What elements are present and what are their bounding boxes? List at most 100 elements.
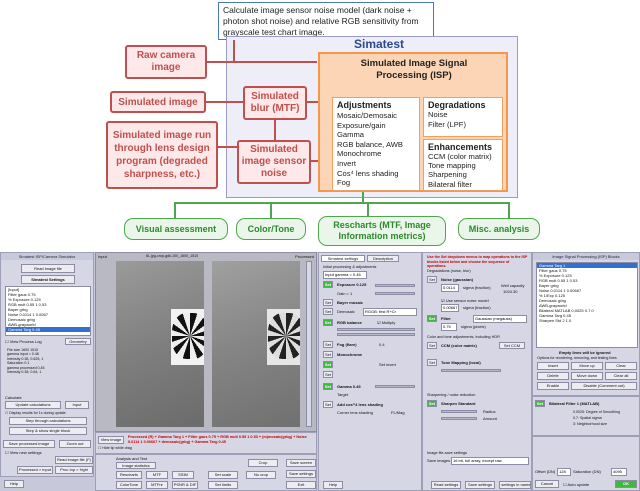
read-image-button[interactable]: Read image file (21, 264, 75, 273)
save-processed-button[interactable]: Save processed image (3, 440, 55, 448)
input-button[interactable]: Input (65, 401, 89, 409)
lens-shading-set-button[interactable]: Set (323, 401, 333, 408)
tone-set-button[interactable]: Set (427, 359, 437, 366)
view-new-checkbox[interactable]: ☐ View new settings (5, 450, 42, 455)
sigma-px-field[interactable]: 0.75 (441, 323, 457, 331)
image-statistics-button[interactable]: Image statistics (116, 462, 156, 469)
exposure-slider[interactable] (375, 284, 415, 287)
list-item[interactable]: Sharpen Std 2 1.0 (539, 318, 572, 323)
fog-set-button[interactable]: Set (323, 341, 333, 348)
radius-slider[interactable] (441, 410, 477, 413)
auto-update-checkbox[interactable]: ☐ Auto update (563, 482, 590, 487)
tone-slider[interactable] (441, 369, 501, 372)
disable-button[interactable]: Disable (Comment out) (571, 382, 637, 390)
set-scale-button[interactable]: Set scale (208, 471, 238, 479)
save-settings-center-button[interactable]: Save settings (286, 470, 316, 478)
list-item[interactable]: % Exposure 0.125 (8, 297, 41, 302)
gamma-set-button[interactable]: Set (323, 383, 333, 390)
ssim-button[interactable]: SSIM (172, 471, 194, 479)
colortone-button[interactable]: ColorTone (116, 481, 142, 489)
b-slider[interactable] (337, 333, 415, 336)
ok-button[interactable]: OK (615, 480, 637, 488)
delete-button[interactable]: Delete (537, 372, 569, 380)
noise-value-field[interactable]: 0.0114 (441, 284, 459, 292)
processed-input-button[interactable]: Processed > input (17, 466, 53, 474)
move-down-button[interactable]: Move down (571, 372, 603, 380)
list-item[interactable]: [Input] (8, 287, 20, 292)
amount-slider[interactable] (441, 417, 477, 420)
sensor-noise-field[interactable]: 0.00667 (441, 304, 459, 312)
save-screen-button[interactable]: Save screen (286, 459, 316, 467)
list-item[interactable]: Filter gaus 0.75 (8, 292, 36, 297)
ccm-set-button[interactable]: Set (427, 342, 437, 349)
r-slider[interactable] (337, 328, 415, 331)
exposure-set-button[interactable]: Set (323, 281, 333, 288)
display-results-checkbox[interactable]: ☐ Display results for 1x during update (5, 411, 66, 415)
hide-tip-checkbox[interactable]: ☐ Hide tip while drag (98, 446, 132, 450)
list-item[interactable]: Bayer grbg (8, 307, 28, 312)
invert-set-button[interactable]: Set (323, 361, 333, 368)
list-item[interactable]: AWB-grayworld (8, 322, 36, 327)
save-options-select[interactable]: 16 bit, full array, except raw (451, 457, 529, 465)
demosaic-select[interactable]: RGGB: first R+Cr (363, 308, 417, 316)
exit-button[interactable]: Exit (286, 481, 316, 489)
enable-button[interactable]: Enable (537, 382, 569, 390)
list-item[interactable]: % 1/Exp 0.125 (539, 293, 566, 298)
list-item[interactable]: Gamma Targ 0.45 (6, 327, 90, 332)
clear-button[interactable]: Clear (605, 362, 637, 370)
offset-field[interactable]: 128 (557, 468, 571, 476)
list-item[interactable]: AWB-grayworld (539, 303, 567, 308)
view-image-button[interactable]: View image (98, 436, 124, 444)
rescharts-button[interactable]: Rescharts (116, 471, 142, 479)
tab-simatest-settings[interactable]: Simatest settings (321, 255, 365, 262)
read-image-f-button[interactable]: Read image file (F) (55, 456, 93, 464)
list-item[interactable]: Bayer grbg (539, 283, 559, 288)
mtfnr-button[interactable]: MTFnr (146, 481, 168, 489)
geometry-button[interactable]: Geometry (65, 338, 91, 345)
list-item[interactable]: Filter gaus 0.75 (539, 268, 567, 273)
step-single-button[interactable]: Step & show single block (9, 427, 87, 435)
help-button-left[interactable]: Help (4, 480, 24, 488)
list-item[interactable]: Bilateral MATLAB 0.0025 0.7 0 (539, 308, 594, 313)
mtf-button[interactable]: MTF (146, 471, 168, 479)
set-limits-button[interactable]: Set limits (208, 481, 238, 489)
move-up-button[interactable]: Move up (571, 362, 603, 370)
cancel-button[interactable]: Cancel (535, 480, 559, 488)
rgb-balance-set-button[interactable]: Set (323, 319, 333, 326)
noise-set-button[interactable]: Set (427, 276, 437, 283)
list-item[interactable]: Noise 0.0114 1 0.0067 (8, 312, 48, 317)
list-item[interactable]: Demosaic grbg (8, 317, 35, 322)
read-settings-button[interactable]: Read settings (431, 481, 461, 489)
no-crop-button[interactable]: No crop (246, 471, 276, 479)
bayer-set-button[interactable]: Set (323, 299, 333, 306)
set-ccm-button[interactable]: Set CCM (499, 342, 525, 349)
tab-description[interactable]: Description (367, 255, 399, 262)
list-item[interactable]: RGB mult 0.55 1 0.53 (539, 278, 578, 283)
image-scrollbar[interactable] (306, 261, 312, 427)
misc-set-button[interactable]: Set (323, 371, 333, 378)
input-gamma-select[interactable]: Input gamma = 0.46 (323, 271, 367, 279)
filter-type-select[interactable]: Gaussian (megauss) (473, 315, 527, 323)
list-item[interactable]: RGB mult 0.55 1 0.53 (8, 302, 47, 307)
list-item[interactable]: Noise 0.0114 1 0.00667 (539, 288, 582, 293)
save-named-button[interactable]: Save settings in named file (499, 481, 531, 489)
clear-all-button[interactable]: Clear all (605, 372, 637, 380)
monochrome-set-button[interactable]: Set (323, 351, 333, 358)
simatest-settings-button[interactable]: Simatest Settings (21, 275, 75, 284)
list-item[interactable]: Gamma Targ 0.45 (539, 313, 571, 318)
view-log-checkbox[interactable]: ☐ View Process Log (5, 339, 42, 344)
use-sensor-noise-checkbox[interactable]: ☑ Use sensor noise model (441, 298, 489, 303)
list-item[interactable]: Gamma Targ 1 (537, 263, 637, 268)
gain-slider[interactable] (375, 292, 415, 295)
zoom-out-button[interactable]: Zoom out (59, 440, 91, 448)
crop-button[interactable]: Crop (248, 459, 278, 467)
gamma-slider[interactable] (375, 385, 415, 388)
list-item[interactable]: Demosaic grbg (539, 298, 566, 303)
step-through-button[interactable]: Step through calculations (9, 417, 87, 425)
help-button-settings[interactable]: Help (323, 481, 343, 489)
psnr-button[interactable]: PSNR & DIF (172, 481, 198, 489)
filter-set-button[interactable]: Set (427, 315, 437, 322)
save-settings-button[interactable]: Save settings (465, 481, 495, 489)
